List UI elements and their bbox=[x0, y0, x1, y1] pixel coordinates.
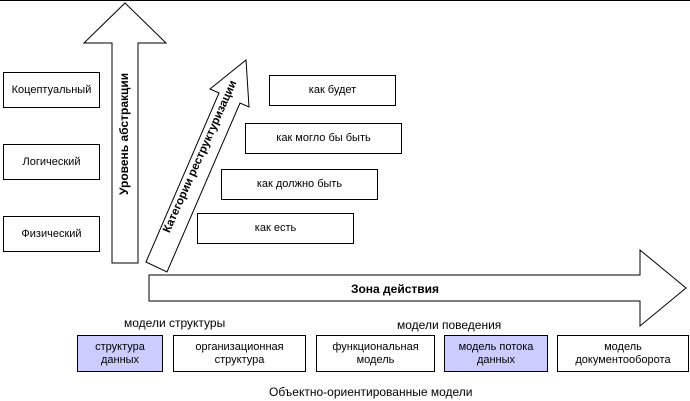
model-data-flow-box: модель потока данных bbox=[444, 335, 548, 372]
state-as-is-label: как есть bbox=[254, 222, 297, 234]
model-data-structure-box: структура данных bbox=[77, 335, 163, 372]
behavior-models-label: модели поведения bbox=[397, 318, 502, 332]
state-could-be-box: как могло бы быть bbox=[245, 123, 402, 154]
model-org-structure-label: организационная структура bbox=[195, 340, 284, 366]
model-data-flow-label: модель потока данных bbox=[458, 340, 534, 366]
structure-models-label: модели структуры bbox=[124, 316, 226, 330]
level-physical-label: Физический bbox=[21, 227, 82, 240]
state-will-be-label: как будет bbox=[308, 84, 357, 96]
action-zone-label: Зона действия bbox=[350, 282, 440, 296]
level-logical-box: Логический bbox=[3, 144, 100, 180]
state-should-be-label: как должно быть bbox=[256, 178, 343, 190]
level-conceptual-label: Коцептуальный bbox=[11, 83, 92, 96]
model-functional-box: функциональная модель bbox=[316, 335, 435, 372]
state-as-is-box: как есть bbox=[197, 213, 354, 244]
level-logical-label: Логический bbox=[22, 155, 81, 168]
level-conceptual-box: Коцептуальный bbox=[3, 72, 100, 108]
abstraction-axis-label: Уровень абстракции bbox=[117, 72, 131, 195]
level-physical-box: Физический bbox=[3, 216, 100, 252]
abstraction-arrow bbox=[82, 2, 168, 264]
state-could-be-label: как могло бы быть bbox=[276, 132, 371, 144]
state-will-be-box: как будет bbox=[269, 75, 396, 106]
model-document-flow-label: модель документооборота bbox=[575, 340, 671, 366]
model-functional-label: функциональная модель bbox=[332, 340, 419, 366]
oo-models-label: Объектно-ориентированные модели bbox=[269, 385, 473, 399]
model-org-structure-box: организационная структура bbox=[173, 335, 306, 372]
restructuring-arrow bbox=[145, 59, 250, 273]
action-arrow bbox=[148, 248, 687, 328]
state-should-be-box: как должно быть bbox=[221, 169, 378, 200]
model-data-structure-label: структура данных bbox=[95, 340, 145, 366]
top-border-line bbox=[0, 0, 690, 1]
model-document-flow-box: модель документооборота bbox=[557, 335, 689, 372]
